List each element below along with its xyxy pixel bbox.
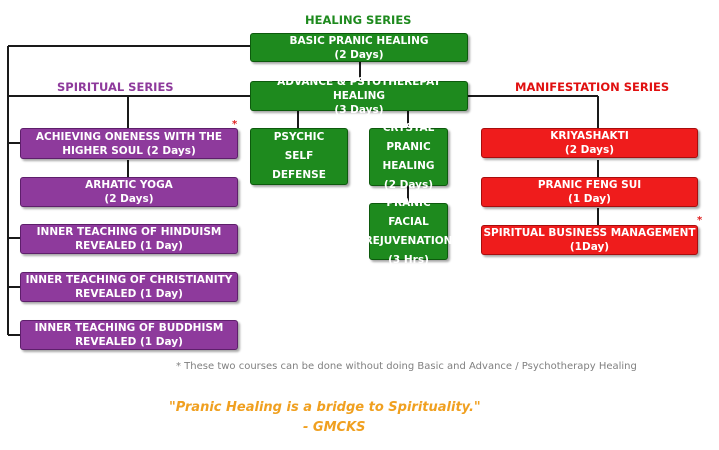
- spiritual-line1: ACHIEVING ONENESS WITH THE: [35, 130, 223, 143]
- basic-duration: (2 Days): [334, 48, 384, 61]
- manifestation-line2: (1Day): [569, 241, 610, 253]
- psychic-line2: SELF: [284, 150, 314, 162]
- facial-line2: REJUVENATION: [364, 234, 453, 247]
- spiritual-line2: (2 Days): [104, 193, 154, 205]
- quote-author: - GMCKS: [303, 420, 366, 435]
- spiritual-course-box: ARHATIC YOGA (2 Days): [20, 177, 238, 207]
- manifestation-course-box: SPIRITUAL BUSINESS MANAGEMENT (1Day): [481, 225, 698, 255]
- manifestation-course-box: KRIYASHAKTI (2 Days): [481, 128, 698, 158]
- manifestation-line2: (1 Day): [568, 193, 611, 205]
- psychic-line3: DEFENSE: [272, 169, 326, 181]
- facial-line1: PRANIC FACIAL: [386, 196, 431, 228]
- spiritual-series-header: SPIRITUAL SERIES: [57, 80, 174, 94]
- spiritual-course-box: ACHIEVING ONENESS WITH THE HIGHER SOUL (…: [20, 128, 238, 159]
- manifestation-course-box: PRANIC FENG SUI (1 Day): [481, 177, 698, 207]
- spiritual-line2: REVEALED (1 Day): [75, 288, 183, 300]
- spiritual-line2: REVEALED (1 Day): [75, 336, 183, 348]
- spiritual-course-box: INNER TEACHING OF BUDDHISM REVEALED (1 D…: [20, 320, 238, 350]
- basic-title: BASIC PRANIC HEALING: [289, 34, 429, 47]
- crystal-line2: HEALING: [382, 160, 435, 172]
- manifestation-series-header: MANIFESTATION SERIES: [515, 80, 670, 94]
- advance-duration: (3 Days): [334, 104, 384, 116]
- basic-pranic-healing-box: BASIC PRANIC HEALING (2 Days): [250, 33, 468, 62]
- asterisk-marker: *: [232, 119, 238, 130]
- psychic-line1: PSYCHIC: [273, 131, 325, 143]
- spiritual-line2: HIGHER SOUL (2 Days): [62, 144, 196, 157]
- manifestation-line1: SPIRITUAL BUSINESS MANAGEMENT: [483, 227, 696, 239]
- crystal-line1: CRYSTAL PRANIC: [382, 122, 435, 153]
- facial-duration: (3 Hrs): [388, 253, 429, 266]
- spiritual-course-box: INNER TEACHING OF CHRISTIANITY REVEALED …: [20, 272, 238, 302]
- pranic-facial-rejuvenation-box: PRANIC FACIAL REJUVENATION (3 Hrs): [365, 197, 453, 266]
- manifestation-line1: KRIYASHAKTI: [550, 130, 629, 142]
- spiritual-course-box: INNER TEACHING OF HINDUISM REVEALED (1 D…: [20, 224, 238, 254]
- crystal-pranic-healing-box: CRYSTAL PRANIC HEALING (2 Days): [369, 122, 448, 191]
- advance-title: ADVANCE & PSYOTHEREPAY HEALING: [277, 76, 441, 102]
- healing-series-header: HEALING SERIES: [305, 13, 412, 27]
- manifestation-line1: PRANIC FENG SUI: [537, 179, 642, 191]
- advance-healing-box: ADVANCE & PSYOTHEREPAY HEALING (3 Days): [250, 76, 468, 116]
- footnote: * These two courses can be done without …: [176, 361, 637, 372]
- spiritual-line1: ARHATIC YOGA: [85, 179, 173, 191]
- spiritual-line1: INNER TEACHING OF CHRISTIANITY: [25, 274, 233, 286]
- quote-text: "Pranic Healing is a bridge to Spiritual…: [169, 400, 481, 415]
- psychic-self-defense-box: PSYCHIC SELF DEFENSE: [250, 128, 348, 185]
- spiritual-line2: REVEALED (1 Day): [75, 240, 183, 252]
- spiritual-line1: INNER TEACHING OF BUDDHISM: [34, 322, 224, 334]
- manifestation-line2: (2 Days): [564, 144, 615, 156]
- asterisk-marker: *: [697, 215, 703, 226]
- spiritual-line1: INNER TEACHING OF HINDUISM: [36, 226, 222, 238]
- crystal-duration: (2 Days): [383, 179, 434, 191]
